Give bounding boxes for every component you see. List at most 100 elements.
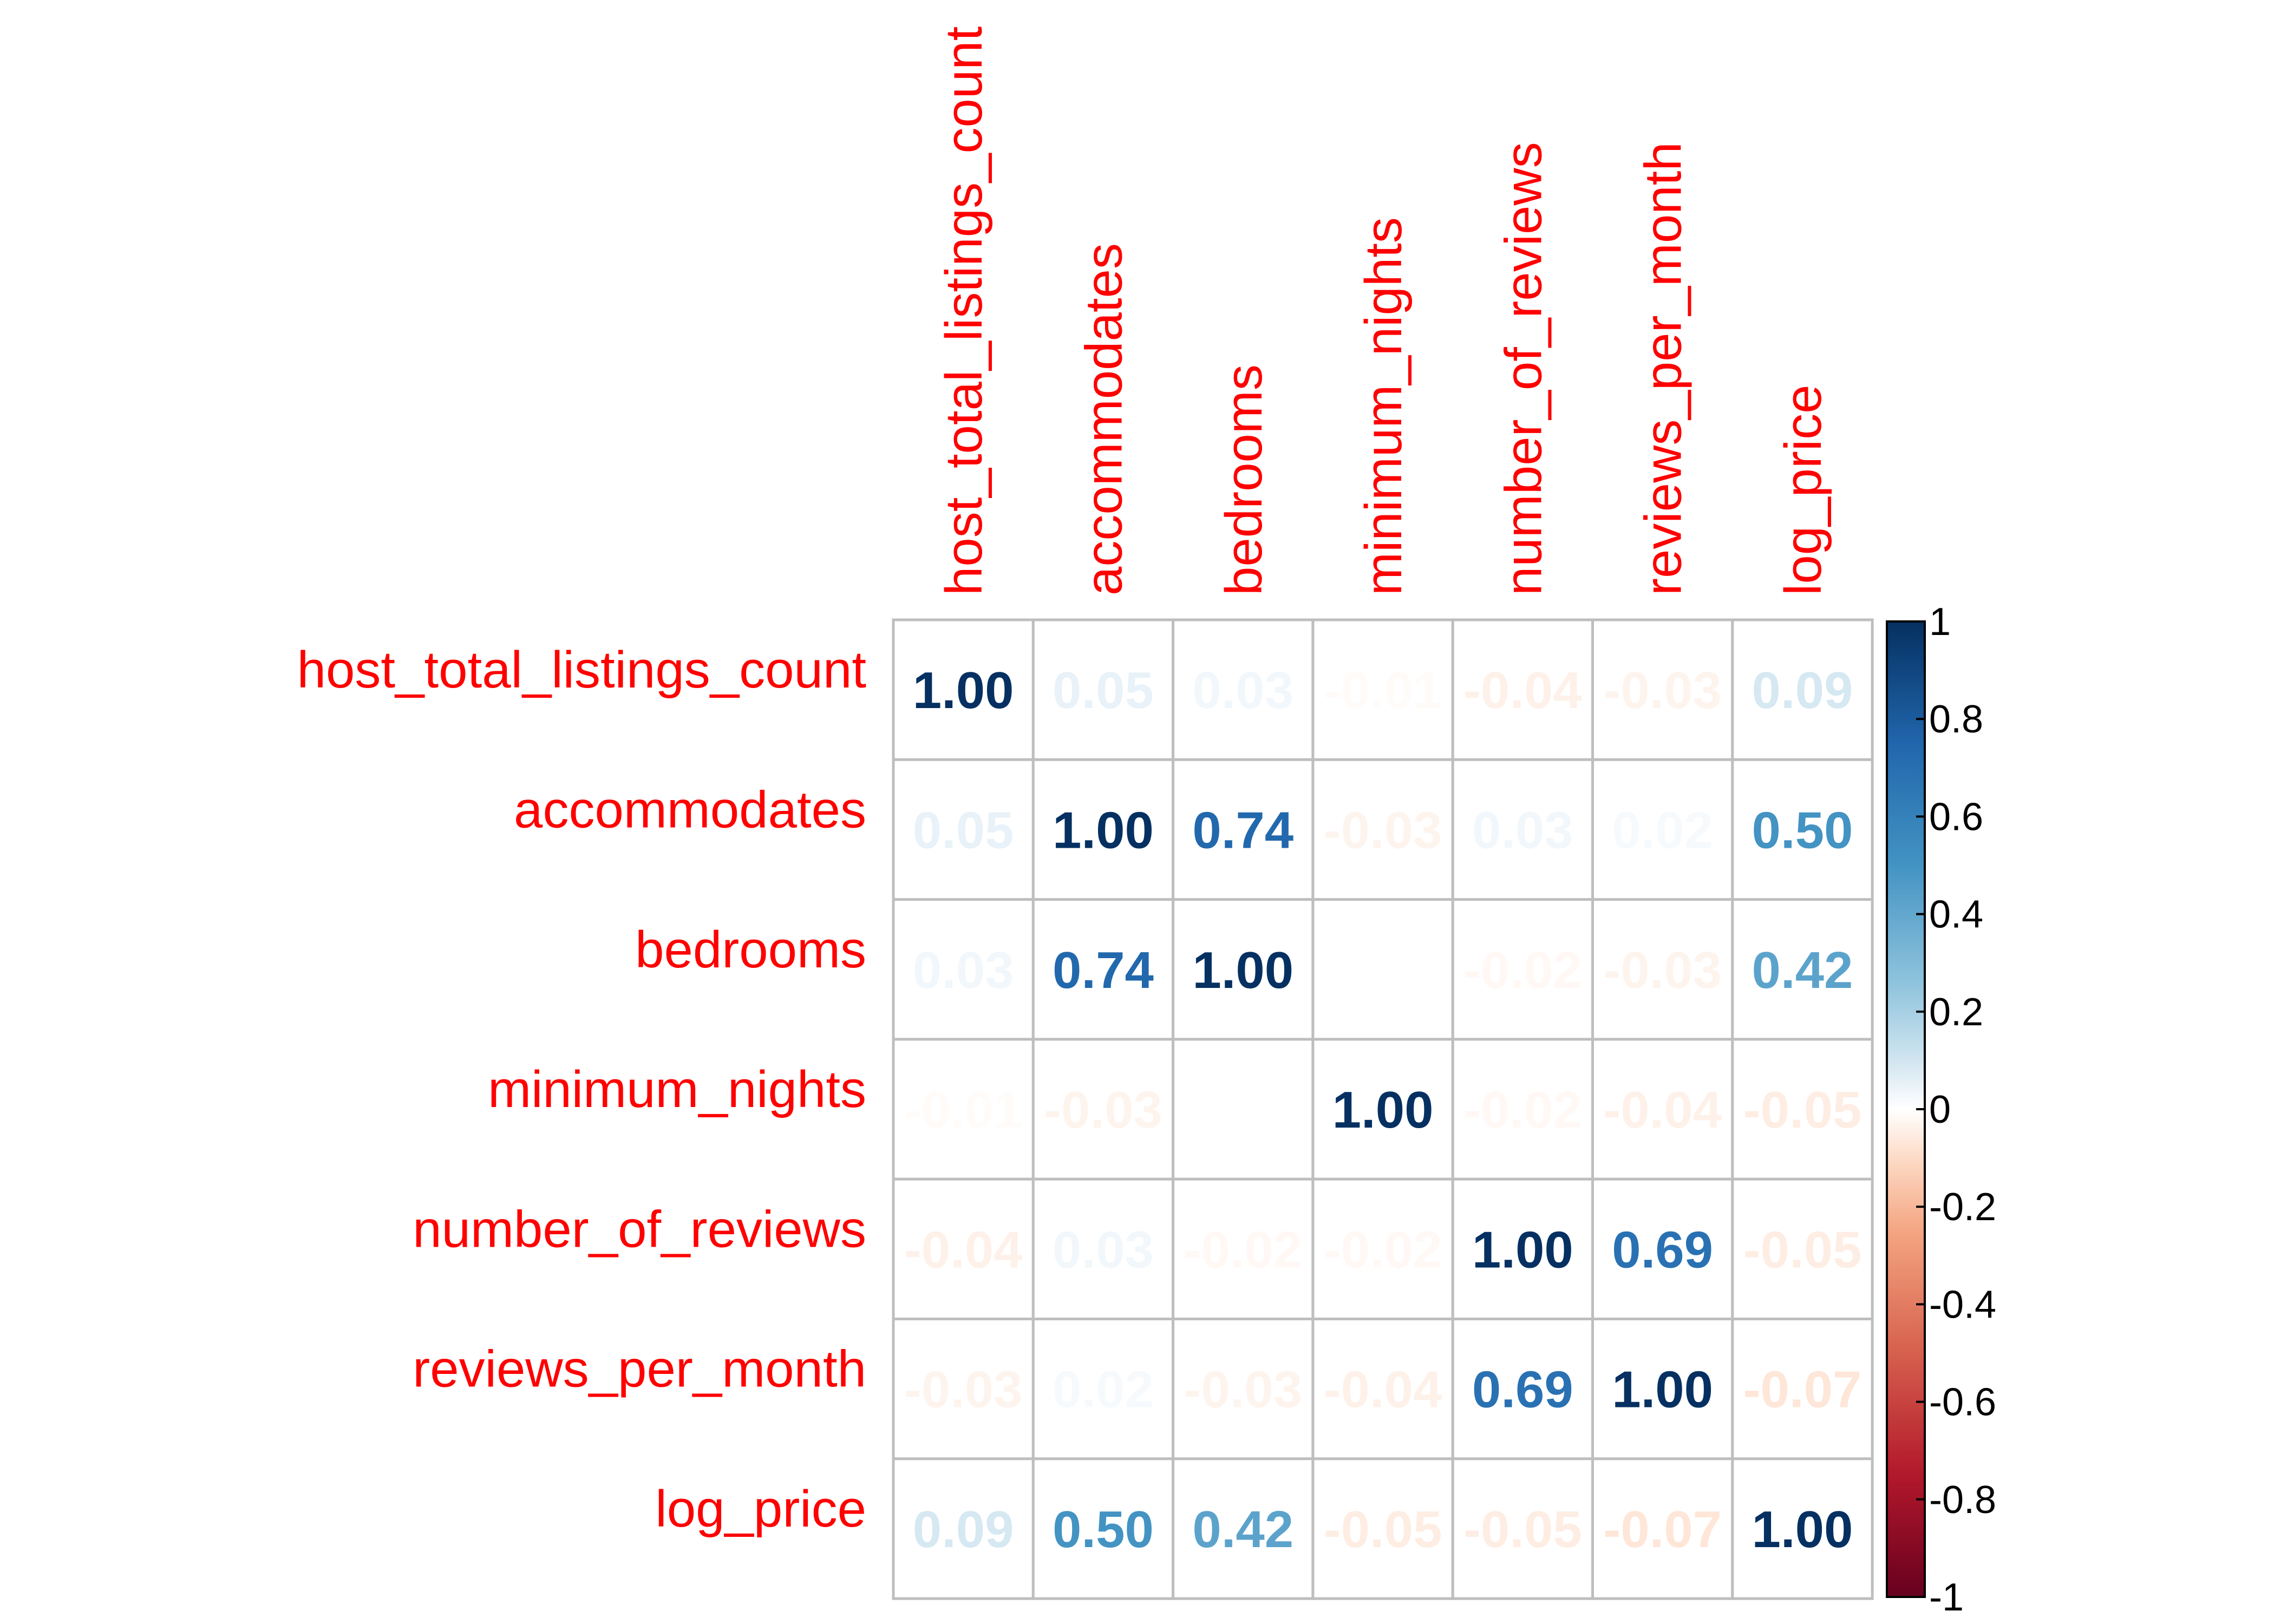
cell-value: 1.00 bbox=[1192, 941, 1293, 999]
cell-value: 0.00 bbox=[1192, 1081, 1293, 1139]
cell-value: 0.74 bbox=[1053, 941, 1154, 999]
column-label: minimum_nights bbox=[1355, 217, 1413, 595]
cell-value: 0.03 bbox=[913, 941, 1014, 999]
cell-value: -0.07 bbox=[1603, 1501, 1722, 1558]
heatmap-cell bbox=[1451, 1457, 1594, 1600]
cell-value: -0.03 bbox=[904, 1361, 1023, 1419]
heatmap-cell bbox=[1591, 1038, 1734, 1181]
cell-value: -0.05 bbox=[1743, 1081, 1862, 1139]
cell-value: 1.00 bbox=[1612, 1361, 1713, 1419]
colorbar-tick-label: 0.4 bbox=[1929, 893, 1983, 937]
row-label: bedrooms bbox=[635, 921, 866, 979]
cell-value: 0.09 bbox=[1752, 662, 1853, 719]
cell-value: 0.03 bbox=[1053, 1221, 1154, 1279]
row-label: accommodates bbox=[514, 781, 866, 839]
cell-value: -0.04 bbox=[1463, 662, 1582, 719]
heatmap-cell bbox=[1031, 618, 1175, 761]
cell-value: -0.07 bbox=[1743, 1361, 1862, 1419]
cell-value: -0.03 bbox=[1184, 1361, 1302, 1419]
cell-value: -0.04 bbox=[1324, 1361, 1442, 1419]
heatmap-cell bbox=[1731, 1038, 1874, 1181]
heatmap-cell bbox=[1031, 1038, 1175, 1181]
column-label: host_total_listings_count bbox=[935, 27, 993, 595]
heatmap-cell bbox=[1731, 898, 1874, 1041]
heatmap-cell bbox=[1172, 758, 1315, 901]
cell-value: -0.04 bbox=[904, 1221, 1023, 1279]
heatmap-cell bbox=[1172, 1457, 1315, 1600]
heatmap-cell bbox=[1311, 1038, 1454, 1181]
heatmap-cell bbox=[1591, 898, 1734, 1041]
heatmap-cell bbox=[1731, 758, 1874, 901]
cell-value: -0.03 bbox=[1603, 662, 1722, 719]
heatmap-cell bbox=[1031, 898, 1175, 1041]
cell-value: -0.05 bbox=[1463, 1501, 1582, 1558]
heatmap-cell bbox=[1311, 1318, 1454, 1461]
heatmap-cell bbox=[892, 1038, 1035, 1181]
column-label: reviews_per_month bbox=[1635, 142, 1693, 595]
cell-value: 0.50 bbox=[1053, 1501, 1154, 1558]
cell-value: 0.03 bbox=[1472, 801, 1573, 859]
row-label: host_total_listings_count bbox=[297, 641, 866, 699]
column-label: number_of_reviews bbox=[1494, 142, 1552, 595]
column-label: bedrooms bbox=[1215, 364, 1273, 595]
cell-value: 0.74 bbox=[1192, 801, 1293, 859]
heatmap-cell bbox=[1172, 618, 1315, 761]
heatmap-cell bbox=[1451, 1318, 1594, 1461]
heatmap-cell bbox=[1731, 1318, 1874, 1461]
cell-value: -0.03 bbox=[1324, 801, 1442, 859]
cell-value: -0.03 bbox=[1044, 1081, 1162, 1139]
cell-value: 0.03 bbox=[1192, 662, 1293, 719]
cell-value: 0.02 bbox=[1612, 801, 1713, 859]
cell-value: -0.01 bbox=[1324, 662, 1442, 719]
cell-value: -0.05 bbox=[1324, 1501, 1442, 1558]
cell-value: -0.05 bbox=[1743, 1221, 1862, 1279]
cell-value: 0.00 bbox=[1332, 941, 1434, 999]
heatmap-cell bbox=[892, 618, 1035, 761]
row-label: number_of_reviews bbox=[413, 1200, 866, 1258]
colorbar-tick-label: 0.6 bbox=[1929, 795, 1983, 839]
heatmap-cell bbox=[1311, 898, 1454, 1041]
cell-value: -0.02 bbox=[1184, 1221, 1302, 1279]
heatmap-cell bbox=[892, 1457, 1035, 1600]
cell-value: 0.69 bbox=[1612, 1221, 1713, 1279]
cell-value: 1.00 bbox=[1053, 801, 1154, 859]
heatmap-cell bbox=[1172, 1177, 1315, 1320]
row-label: minimum_nights bbox=[488, 1060, 866, 1118]
heatmap-cell bbox=[1451, 758, 1594, 901]
cell-value: 1.00 bbox=[1332, 1081, 1434, 1139]
row-label: log_price bbox=[655, 1480, 866, 1538]
heatmap-cell bbox=[1172, 898, 1315, 1041]
cell-value: 0.69 bbox=[1472, 1361, 1573, 1419]
colorbar-tick-label: -0.2 bbox=[1929, 1186, 1996, 1229]
cell-value: 0.05 bbox=[1053, 662, 1154, 719]
colorbar-tick-label: 1 bbox=[1929, 600, 1951, 644]
colorbar-tick-label: 0.8 bbox=[1929, 698, 1983, 741]
cell-value: -0.02 bbox=[1463, 941, 1582, 999]
row-label: reviews_per_month bbox=[413, 1340, 866, 1398]
cell-value: 0.02 bbox=[1053, 1361, 1154, 1419]
colorbar-tick-label: 0 bbox=[1929, 1088, 1951, 1131]
heatmap-cell bbox=[1731, 1457, 1874, 1600]
cell-value: 0.42 bbox=[1752, 941, 1853, 999]
cell-value: 1.00 bbox=[1472, 1221, 1573, 1279]
heatmap-cells bbox=[892, 618, 1874, 1600]
colorbar-tick-label: -1 bbox=[1929, 1576, 1964, 1619]
heatmap-cell bbox=[1031, 1318, 1175, 1461]
heatmap-cell bbox=[1591, 1457, 1734, 1600]
heatmap-cell bbox=[1311, 1457, 1454, 1600]
heatmap-cell bbox=[1451, 898, 1594, 1041]
colorbar-tick-label: -0.8 bbox=[1929, 1478, 1996, 1522]
heatmap-cell bbox=[892, 1177, 1035, 1320]
column-label: log_price bbox=[1774, 384, 1832, 595]
colorbar-tick-label: 0.2 bbox=[1929, 991, 1983, 1034]
heatmap-cell bbox=[892, 758, 1035, 901]
cell-value: 0.09 bbox=[913, 1501, 1014, 1558]
cell-value: 1.00 bbox=[1752, 1501, 1853, 1558]
cell-value: -0.02 bbox=[1463, 1081, 1582, 1139]
colorbar-tick-label: -0.4 bbox=[1929, 1283, 1996, 1326]
cell-value: 0.50 bbox=[1752, 801, 1853, 859]
cell-value: 1.00 bbox=[913, 662, 1014, 719]
